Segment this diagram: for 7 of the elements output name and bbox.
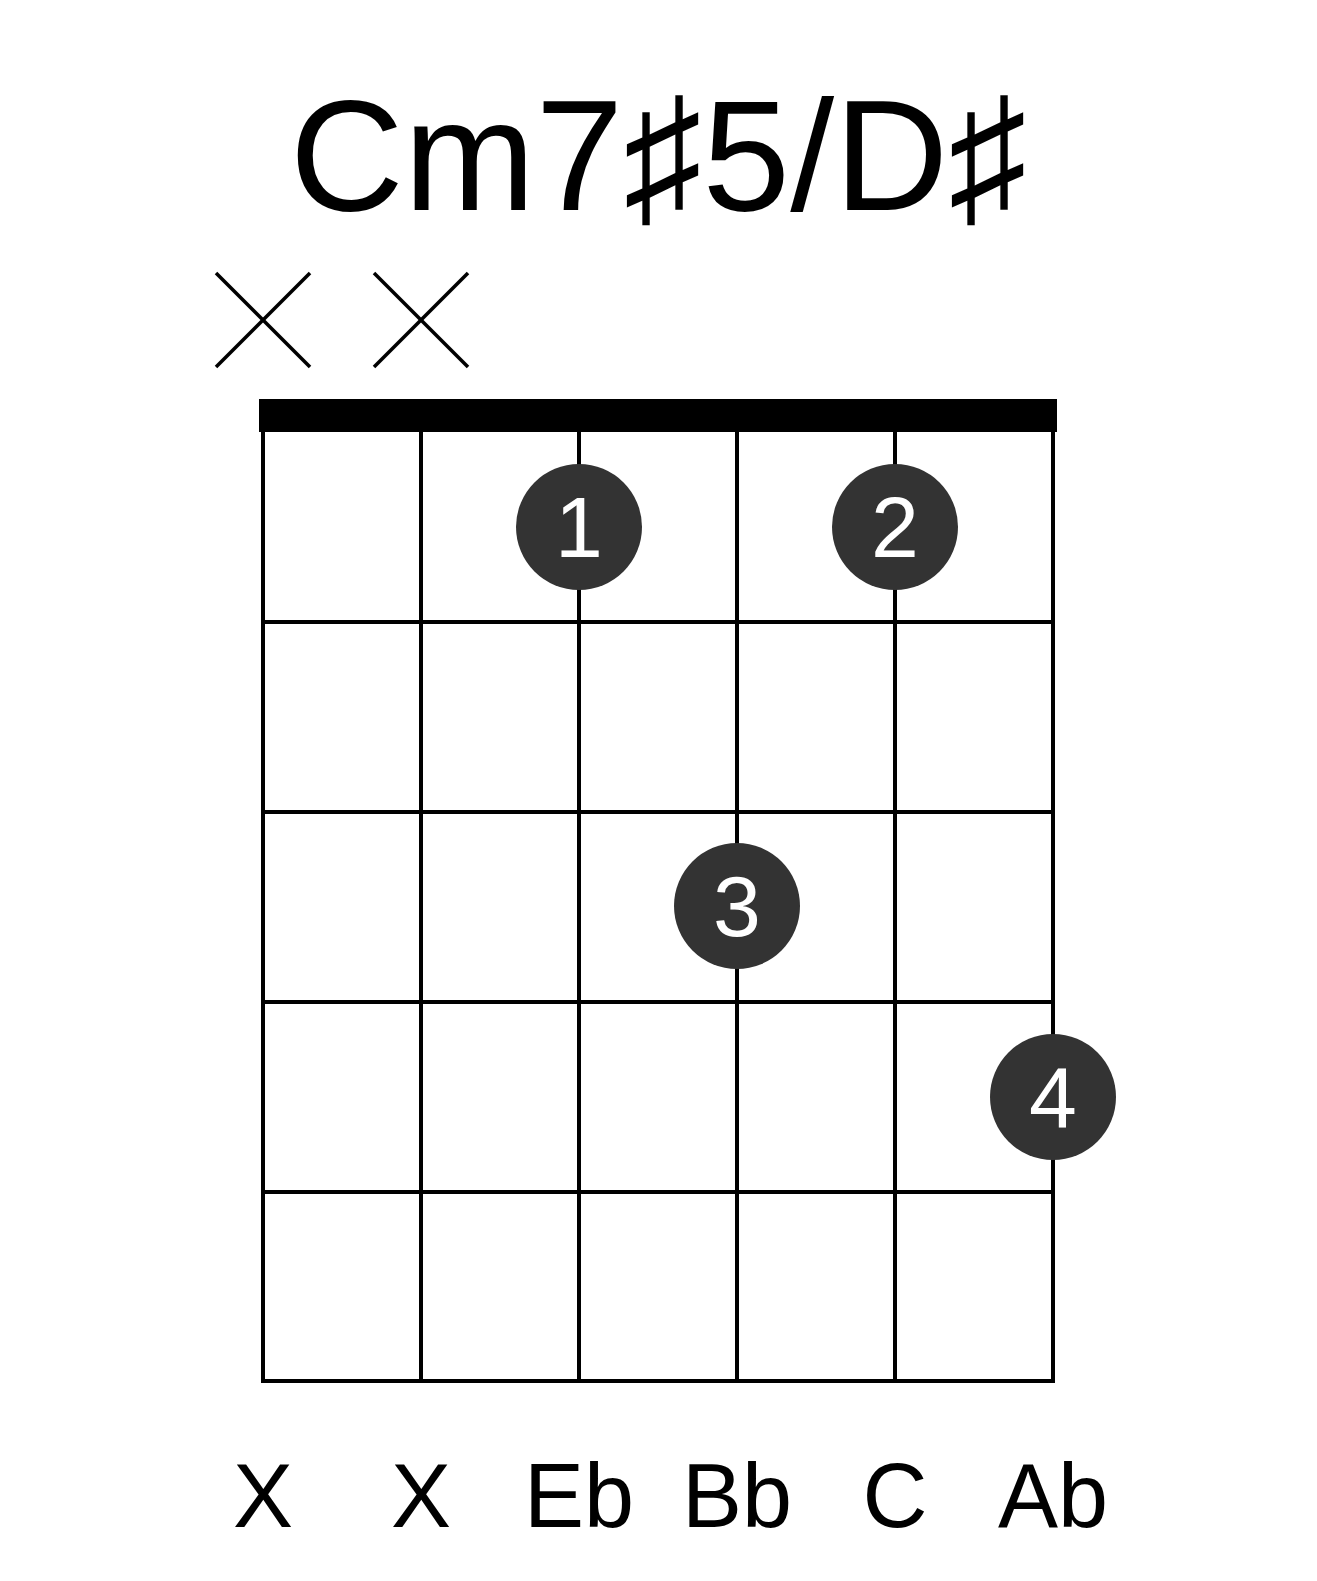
string-note-label: Bb [681,1451,793,1541]
string-note-label: Ab [997,1451,1109,1541]
string-note-label: X [233,1451,293,1541]
string-note-label: X [391,1451,451,1541]
string-note-label: Eb [523,1451,635,1541]
chord-title: Cm7♯5/D♯ [289,76,1028,234]
string-note-label: C [862,1451,928,1541]
